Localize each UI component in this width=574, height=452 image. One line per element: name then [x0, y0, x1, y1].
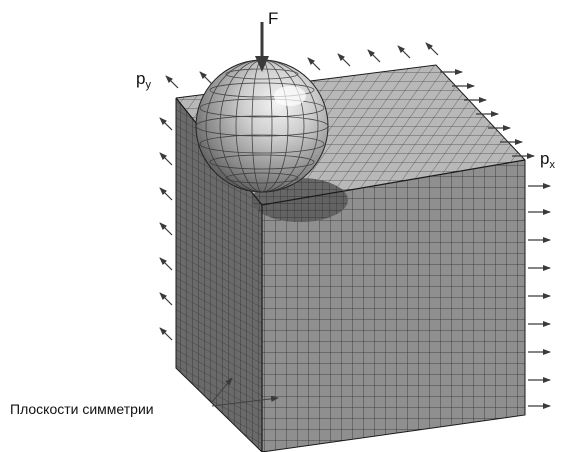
pressure-y-label: py — [136, 69, 151, 91]
pressure-arrows-y — [159, 42, 439, 341]
force-label: F — [268, 9, 278, 28]
pressure-arrows-x — [440, 69, 551, 409]
sphere-indenter — [195, 59, 329, 193]
pressure-x-label: px — [540, 149, 555, 171]
force-arrow — [255, 22, 269, 72]
symmetry-planes-label: Плоскости симметрии — [10, 401, 154, 417]
cube — [175, 64, 526, 452]
symmetry-leaders — [211, 377, 279, 407]
